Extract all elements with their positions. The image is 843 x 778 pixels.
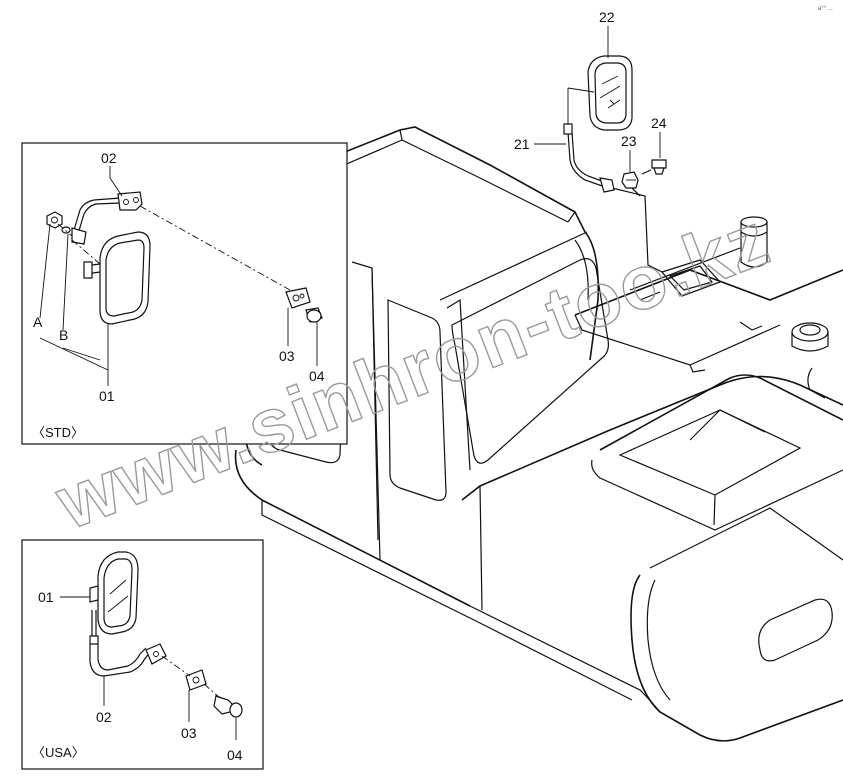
std-callout-a: A (33, 314, 43, 330)
usa-stay-02 (89, 643, 167, 677)
std-washer (61, 226, 71, 234)
mirror-22 (587, 55, 633, 131)
usa-callout-04: 04 (227, 747, 243, 763)
usa-bracket-03 (185, 669, 207, 691)
corner-mark: a°° ... (818, 6, 833, 12)
std-inset (21, 142, 348, 445)
usa-variant-label: 〈USA〉 (32, 745, 85, 760)
usa-callout-03: 03 (181, 725, 197, 741)
usa-callout-02: 02 (96, 709, 112, 725)
std-callout-04: 04 (309, 368, 325, 384)
callout-21: 21 (514, 136, 530, 152)
callout-23: 23 (621, 133, 637, 149)
std-callout-02: 02 (101, 150, 117, 166)
std-variant-label: 〈STD〉 (32, 425, 84, 440)
usa-inset (21, 539, 264, 770)
std-callout-b: B (59, 327, 68, 343)
std-callout-03: 03 (279, 348, 295, 364)
excavator-body (234, 126, 843, 742)
std-bolt-04 (305, 307, 323, 323)
callout-24: 24 (651, 115, 667, 131)
top-mirror-assembly (534, 26, 667, 193)
std-mirror-01 (83, 231, 151, 325)
std-stay-02 (71, 191, 143, 245)
std-callout-01: 01 (99, 388, 115, 404)
stay-21 (563, 123, 615, 193)
bolt-24 (641, 159, 667, 175)
nut-23 (621, 171, 639, 189)
usa-callout-01: 01 (38, 589, 54, 605)
std-bracket-03 (285, 287, 311, 309)
callout-22: 22 (599, 9, 615, 25)
usa-bolt-04 (213, 695, 243, 718)
